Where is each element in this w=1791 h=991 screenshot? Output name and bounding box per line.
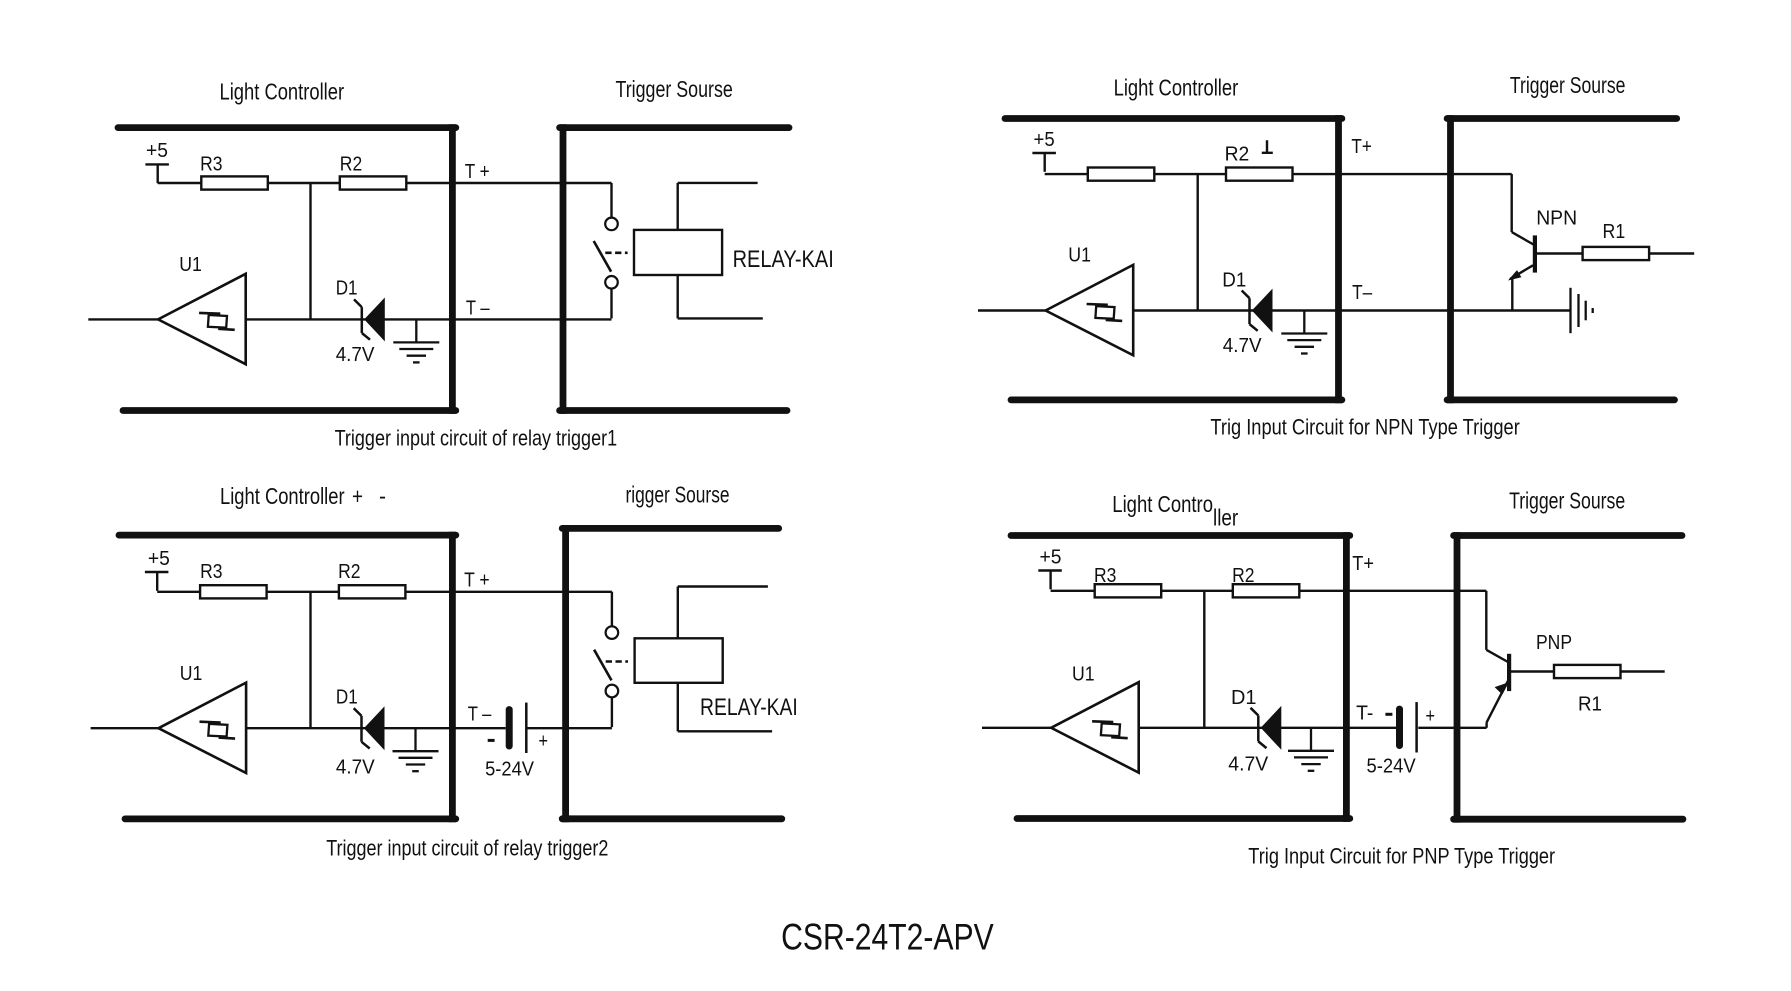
svg-text:Light Controller: Light Controller [220, 79, 345, 105]
svg-text:U1: U1 [1068, 245, 1091, 267]
svg-text:+5: +5 [146, 140, 168, 162]
svg-text:R3: R3 [200, 561, 222, 583]
svg-text:PNP: PNP [1536, 632, 1572, 654]
svg-text:R3: R3 [200, 154, 222, 176]
svg-text:R2: R2 [338, 561, 360, 583]
svg-text:4.7V: 4.7V [1228, 754, 1269, 776]
svg-text:+: + [352, 483, 363, 509]
svg-text:4.7V: 4.7V [336, 344, 375, 366]
svg-text:Trigger Sourse: Trigger Sourse [616, 76, 733, 102]
svg-text:+5: +5 [148, 548, 170, 570]
svg-text:Trigger input circuit of relay: Trigger input circuit of relay trigger1 [335, 426, 617, 451]
svg-text:Light Contro: Light Contro [1112, 491, 1213, 517]
svg-text:R1: R1 [1578, 694, 1602, 716]
svg-text:NPN: NPN [1536, 208, 1577, 230]
svg-text:rigger Sourse: rigger Sourse [626, 482, 730, 508]
svg-text:+: + [539, 731, 549, 753]
svg-text:Light Controller: Light Controller [220, 483, 345, 509]
svg-text:T–: T– [1352, 282, 1373, 304]
svg-text:4.7V: 4.7V [1223, 335, 1263, 357]
svg-text:RELAY-KAI: RELAY-KAI [700, 694, 798, 721]
svg-text:T –: T – [468, 704, 492, 726]
svg-text:U1: U1 [1072, 664, 1095, 686]
svg-text:U1: U1 [180, 663, 203, 685]
svg-text:ller: ller [1213, 505, 1238, 531]
svg-text:Trig Input Circuit for PNP Typ: Trig Input Circuit for PNP Type Trigger [1248, 844, 1555, 869]
svg-text:Trigger input circuit of relay: Trigger input circuit of relay trigger2 [326, 835, 608, 860]
svg-text:D1: D1 [336, 686, 358, 708]
svg-text:Trigger Sourse: Trigger Sourse [1510, 72, 1626, 98]
svg-text:Light Controller: Light Controller [1114, 74, 1239, 100]
svg-text:T-: T- [1356, 702, 1373, 724]
svg-text:R3: R3 [1094, 565, 1116, 587]
svg-text:RELAY-KAI: RELAY-KAI [733, 246, 834, 273]
svg-text:T +: T + [464, 570, 490, 592]
svg-text:R2: R2 [1232, 565, 1254, 587]
svg-text:5-24V: 5-24V [1367, 755, 1417, 777]
svg-text:R2: R2 [340, 154, 362, 176]
svg-text:Trigger Sourse: Trigger Sourse [1509, 488, 1625, 514]
svg-text:4.7V: 4.7V [336, 757, 375, 779]
svg-text:+5: +5 [1034, 129, 1055, 151]
svg-text:R2: R2 [1225, 144, 1250, 166]
svg-text:D1: D1 [336, 278, 358, 300]
svg-text:D1: D1 [1231, 687, 1257, 709]
svg-text:R1: R1 [1603, 221, 1626, 243]
svg-text:T+: T+ [1352, 553, 1374, 575]
svg-text:T –: T – [466, 298, 490, 320]
svg-text:5-24V: 5-24V [485, 759, 534, 781]
svg-text:CSR-24T2-APV: CSR-24T2-APV [781, 917, 994, 958]
svg-text:Trig Input Circuit for NPN Typ: Trig Input Circuit for NPN Type Trigger [1210, 415, 1520, 440]
svg-text:T+: T+ [1351, 136, 1371, 158]
svg-text:T +: T + [465, 161, 490, 183]
svg-text:+5: +5 [1040, 547, 1062, 569]
svg-text:D1: D1 [1222, 269, 1246, 291]
svg-text:U1: U1 [179, 254, 202, 276]
svg-text:-: - [379, 483, 386, 509]
svg-text:+: + [1426, 706, 1436, 728]
